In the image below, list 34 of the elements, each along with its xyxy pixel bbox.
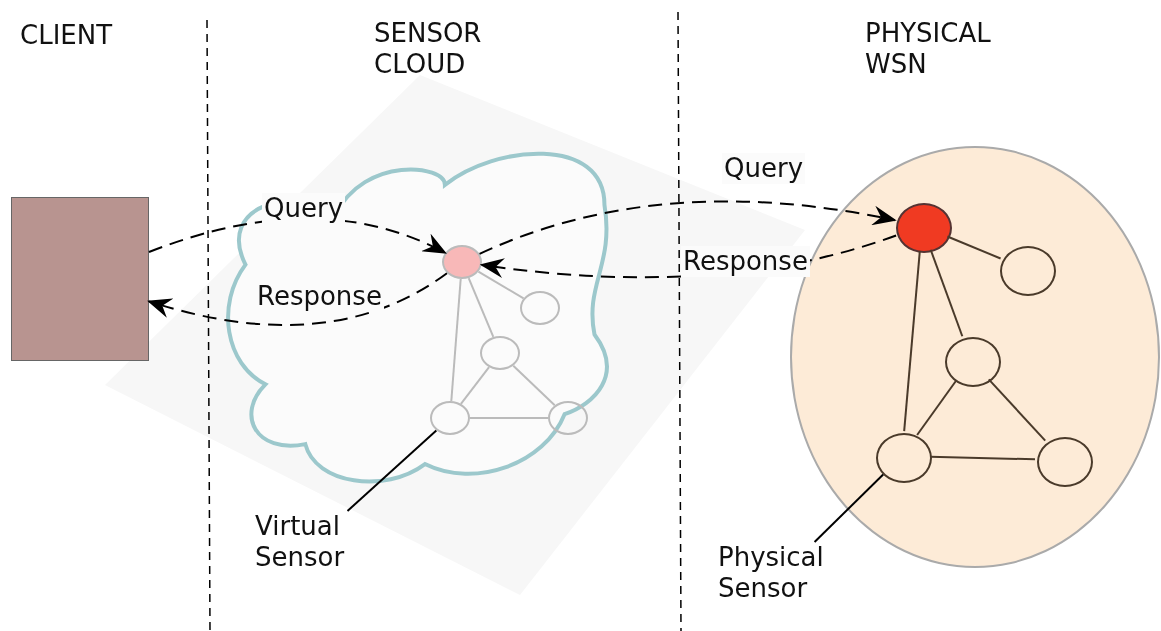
link-line [929,248,964,338]
column-heading: PHYSICAL WSN [865,18,992,80]
link-line [916,380,957,436]
leader-line [346,429,438,512]
caption-text: Virtual Sensor [255,511,346,573]
edge-label: Response [681,246,810,277]
arrow [478,200,897,255]
sensor-node [1000,246,1056,296]
link-line [467,277,495,338]
sensor-node [945,337,1001,387]
edge-label: Query [262,193,345,224]
sensor-node [896,203,952,253]
sensor-node [480,336,520,370]
arrow [147,272,448,326]
client-box [11,197,149,361]
link-line [987,378,1047,442]
link-line [512,364,556,407]
link-line [477,270,525,300]
link-line [903,249,921,433]
sensor-node [876,433,932,483]
edge-label: Query [722,153,805,184]
sensor-node [548,401,588,435]
link-line [450,277,462,403]
sensor-node [430,401,470,435]
caption-text: Physical Sensor [718,542,825,604]
sensor-node [520,291,560,325]
link-line [459,366,491,405]
link-line [946,235,1002,260]
link-line [929,455,1036,461]
sensor-node [1037,437,1093,487]
leader-line [813,473,885,543]
link-line [469,417,549,419]
column-heading: CLIENT [20,20,114,51]
column-heading: SENSOR CLOUD [374,18,483,80]
